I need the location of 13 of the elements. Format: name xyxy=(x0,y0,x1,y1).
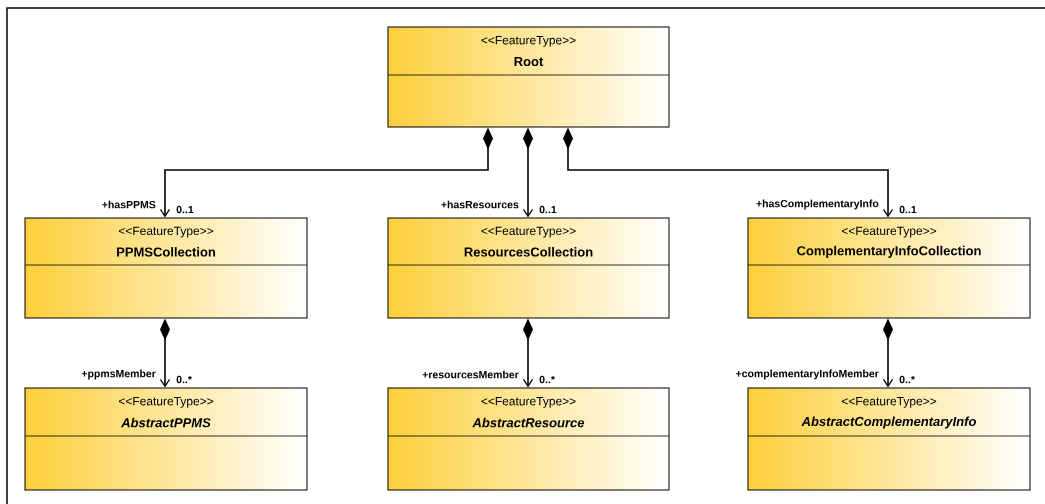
role-label: +complementaryInfoMember xyxy=(736,369,879,380)
class-box: <<FeatureType>> AbstractPPMS xyxy=(24,387,308,491)
role-label: +hasComplementaryInfo xyxy=(756,199,879,210)
role-label: +ppmsMember xyxy=(81,369,156,380)
class-box: <<FeatureType>> Root xyxy=(387,26,670,128)
class-box: <<FeatureType>> AbstractResource xyxy=(387,387,670,491)
role-label: +resourcesMember xyxy=(422,370,519,379)
role-label: +hasResources xyxy=(441,200,519,209)
class-box: <<FeatureType>> ResourcesCollection xyxy=(387,217,670,319)
class-box: <<FeatureType>> ComplementaryInfoCollection xyxy=(747,217,1031,319)
role-label: +hasPPMS xyxy=(102,200,156,209)
class-box: <<FeatureType>> PPMSCollection xyxy=(24,217,308,319)
class-box: <<FeatureType>> AbstractComplementaryInfo xyxy=(747,387,1031,491)
